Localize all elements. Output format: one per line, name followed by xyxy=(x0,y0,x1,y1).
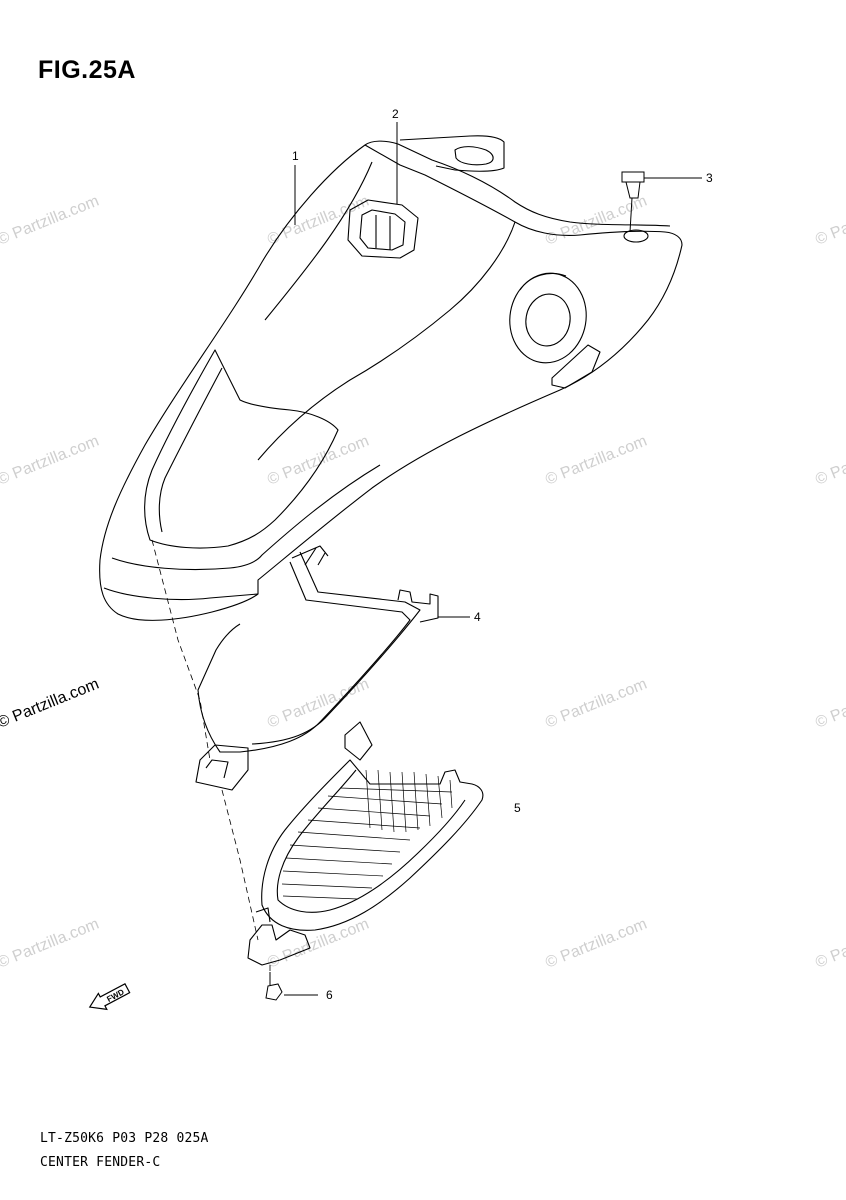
watermark-text: © Partzilla.com xyxy=(813,916,846,972)
footer-part-name: CENTER FENDER-C xyxy=(40,1155,161,1170)
watermark-text: © Partzilla.com xyxy=(813,193,846,249)
watermark-text: © Partzilla.com xyxy=(543,676,649,732)
watermark-text: © Partzilla.com xyxy=(0,193,101,249)
watermark-text: © Partzilla.com xyxy=(813,433,846,489)
assembly-lines xyxy=(151,539,271,985)
callout-6: 6 xyxy=(326,988,333,1002)
lower-panel-part-5[interactable] xyxy=(247,721,484,966)
figure-title: FIG.25A xyxy=(38,56,136,84)
callout-4: 4 xyxy=(474,610,481,624)
watermark-text: © Partzilla.com xyxy=(543,193,649,249)
watermark-text: © Partzilla.com xyxy=(265,193,371,249)
watermark-text: © Partzilla.com xyxy=(0,916,101,972)
watermark-text: © Partzilla.com xyxy=(0,676,101,732)
watermark-text: © Partzilla.com xyxy=(813,676,846,732)
watermark-text: © Partzilla.com xyxy=(543,433,649,489)
callout-3: 3 xyxy=(706,171,713,185)
bracket-part-4[interactable] xyxy=(195,545,470,791)
callout-2: 2 xyxy=(392,107,399,121)
callout-1: 1 xyxy=(292,149,299,163)
watermark-layer: © Partzilla.com © Partzilla.com © Partzill… xyxy=(0,193,846,972)
center-fender-part-1[interactable] xyxy=(99,135,683,621)
footer-diagram-code: LT-Z50K6 P03 P28 025A xyxy=(40,1131,209,1146)
clip-part-3[interactable] xyxy=(621,171,702,233)
forward-arrow-icon: FWD xyxy=(88,983,131,1011)
watermark-text: © Partzilla.com xyxy=(0,433,101,489)
bolt-part-6[interactable] xyxy=(265,972,318,1001)
watermark-text: © Partzilla.com xyxy=(543,916,649,972)
callout-5: 5 xyxy=(514,801,521,815)
watermark-text: © Partzilla.com xyxy=(265,916,371,972)
